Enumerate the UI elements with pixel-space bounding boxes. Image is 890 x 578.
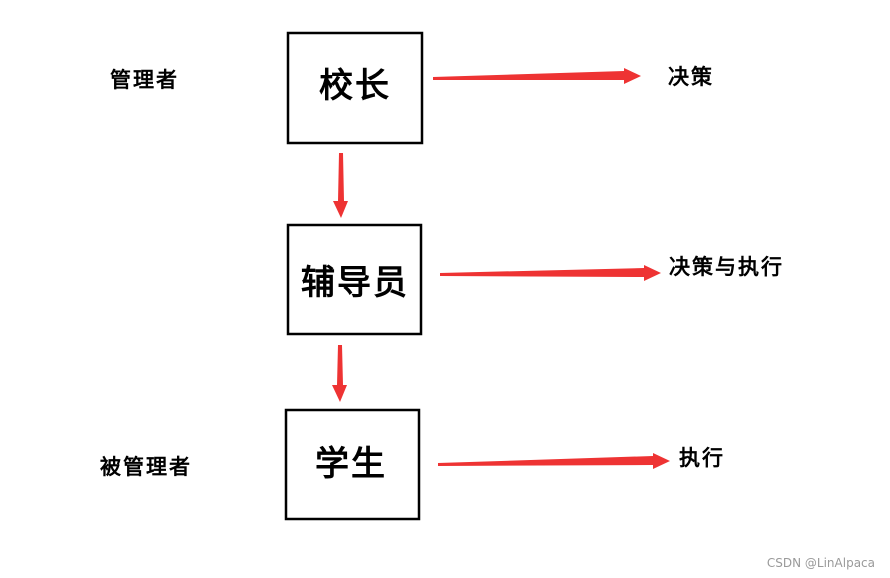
node-counselor: 辅导员: [286, 223, 423, 336]
node-counselor-box: [286, 223, 423, 336]
arrow-counselor-to-action: [440, 265, 661, 281]
node-student: 学生: [284, 408, 421, 521]
arrow-counselor-to-student: [332, 345, 347, 402]
action-label-student: 执行: [679, 445, 725, 470]
watermark-text: CSDN @LinAlpaca: [767, 556, 875, 570]
node-student-label: 学生: [315, 444, 387, 484]
arrow-student-to-action: [438, 453, 670, 469]
arrow-principal-to-counselor: [333, 153, 348, 218]
node-principal: 校长: [286, 31, 424, 145]
arrow-principal-to-action: [433, 68, 641, 84]
node-principal-box: [286, 31, 424, 145]
node-counselor-label: 辅导员: [301, 263, 409, 303]
role-label-manager: 管理者: [110, 67, 179, 92]
action-label-principal: 决策: [668, 64, 714, 89]
node-principal-label: 校长: [319, 66, 391, 106]
action-label-counselor: 决策与执行: [669, 254, 784, 279]
node-student-box: [284, 408, 421, 521]
role-label-managed: 被管理者: [100, 454, 192, 479]
